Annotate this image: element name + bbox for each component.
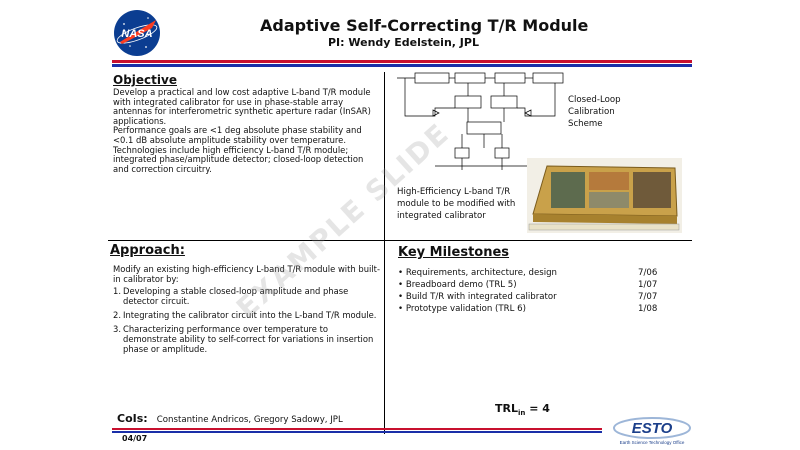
milestone-item: • Requirements, architecture, design 7/0…: [398, 268, 658, 278]
cois-line: CoIs: Constantine Andricos, Gregory Sado…: [117, 407, 343, 426]
svg-text:NASA: NASA: [121, 28, 152, 40]
objective-paragraph: Technologies include high efficiency L-b…: [113, 144, 364, 174]
nasa-logo: NASA: [112, 8, 162, 58]
objective-paragraph: Performance goals are <1 deg absolute ph…: [113, 125, 362, 145]
objective-heading: Objective: [113, 73, 177, 87]
esto-logo: ESTO Earth Science Technology Office: [612, 414, 692, 446]
horizontal-divider: [108, 240, 692, 241]
svg-text:Earth Science Technology Offic: Earth Science Technology Office: [620, 440, 685, 445]
approach-heading: Approach:: [110, 243, 185, 258]
vertical-divider: [384, 72, 385, 434]
approach-step: 1. Developing a stable closed-loop ampli…: [113, 286, 349, 306]
trl-indicator: TRLin = 4: [495, 402, 550, 418]
objective-paragraph: Develop a practical and low cost adaptiv…: [113, 87, 371, 126]
cois-label: CoIs:: [117, 412, 148, 425]
footer-rule-blue: [112, 431, 602, 433]
approach-step: 2. Integrating the calibrator circuit in…: [113, 310, 377, 320]
approach-step: 3. Characterizing performance over tempe…: [113, 324, 374, 354]
cois-names: Constantine Andricos, Gregory Sadowy, JP…: [156, 415, 343, 425]
page-subtitle: PI: Wendy Edelstein, JPL: [328, 36, 479, 49]
header-rule-blue: [112, 64, 692, 67]
milestone-item: • Breadboard demo (TRL 5) 1/07: [398, 280, 658, 290]
objective-body: Develop a practical and low cost adaptiv…: [113, 87, 381, 174]
footer-date: 04/07: [122, 434, 148, 443]
svg-text:ESTO: ESTO: [632, 420, 673, 437]
approach-intro: Modify an existing high-efficiency L-ban…: [113, 264, 380, 284]
milestone-item: • Prototype validation (TRL 6) 1/08: [398, 304, 658, 314]
diagram-caption: Closed-Loop Calibration Scheme: [568, 95, 621, 129]
page-title: Adaptive Self-Correcting T/R Module: [260, 16, 589, 35]
milestones-heading: Key Milestones: [398, 245, 510, 260]
tr-module-photo: [527, 158, 682, 233]
photo-caption: High-Efficiency L-band T/R module to be …: [397, 187, 516, 221]
milestone-item: • Build T/R with integrated calibrator 7…: [398, 292, 658, 302]
footer-rule-red: [112, 428, 602, 430]
approach-body: Modify an existing high-efficiency L-ban…: [113, 264, 381, 354]
header-rule-red: [112, 60, 692, 63]
calibration-block-diagram: [395, 70, 567, 176]
